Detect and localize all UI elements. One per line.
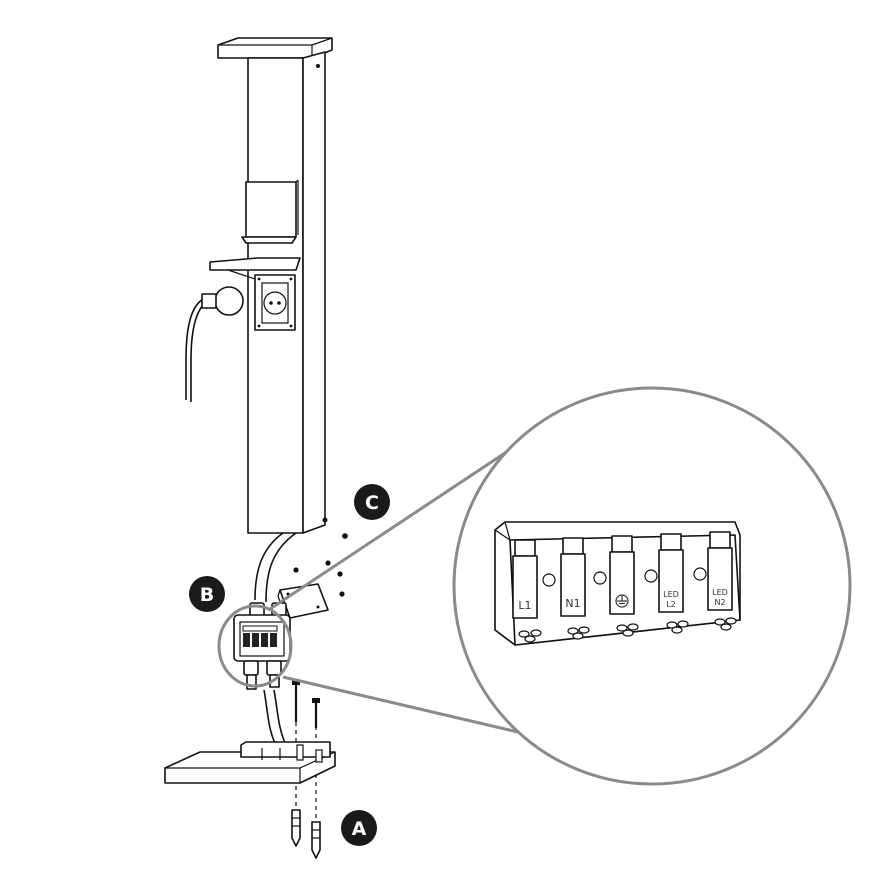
base-plate xyxy=(164,741,336,784)
callout-b-label: B xyxy=(200,584,214,606)
terminal-label-l2: L2 xyxy=(666,600,676,609)
mounting-plate xyxy=(277,533,348,625)
junction-box xyxy=(233,602,291,690)
callout-b: B xyxy=(189,576,225,612)
upper-cover-plate xyxy=(241,179,299,244)
terminal-label-l1: L1 xyxy=(518,599,531,612)
terminal-label-led-2: LED xyxy=(712,588,728,597)
wall-anchors xyxy=(291,809,321,859)
terminal-label-n2: N2 xyxy=(714,598,725,607)
terminal-label-led-1: LED xyxy=(663,590,679,599)
callout-a-label: A xyxy=(352,818,367,840)
callout-c: C xyxy=(354,484,390,520)
supply-cable xyxy=(254,532,297,746)
terminal-block: L1 N1 LED L2 LED N2 xyxy=(494,521,741,646)
earth-ground-icon xyxy=(615,594,629,608)
magnifier-connector xyxy=(217,441,553,742)
plug-and-cable xyxy=(185,286,244,402)
terminal-label-n1: N1 xyxy=(565,597,580,610)
post-top-cap xyxy=(217,37,333,59)
magnified-detail: L1 N1 LED L2 LED N2 xyxy=(452,386,852,786)
terminal-screw-holes xyxy=(518,617,737,643)
power-socket xyxy=(209,257,301,331)
callout-a: A xyxy=(341,810,377,846)
callout-c-label: C xyxy=(365,492,379,514)
